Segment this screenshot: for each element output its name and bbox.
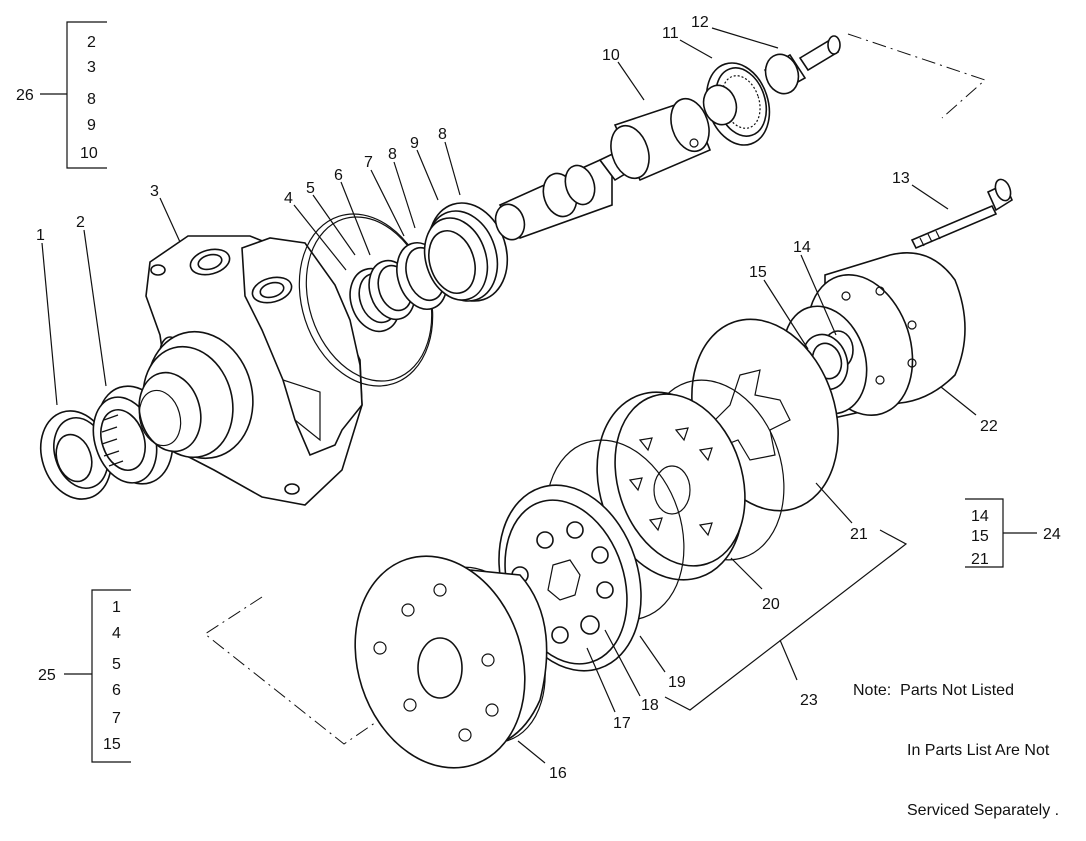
group-24-item: 21	[971, 551, 989, 568]
callout-3: 3	[150, 183, 159, 200]
callout-12: 12	[691, 14, 709, 31]
callout-11: 11	[662, 25, 679, 42]
group-26-id: 26	[16, 87, 34, 104]
group-25-id: 25	[38, 667, 56, 684]
callout-labels: 1 2 3 4 5 6 7 8 9 8 10 11 12 13 14 15 16…	[36, 14, 998, 782]
group-24-item: 14	[971, 508, 989, 525]
group-24-item: 15	[971, 528, 989, 545]
callout-7: 7	[364, 154, 373, 171]
note-prefix: Note:	[853, 682, 892, 699]
part-20-valve-plate	[596, 391, 746, 581]
callout-16: 16	[549, 765, 567, 782]
callout-20: 20	[762, 596, 780, 613]
callout-17: 17	[613, 715, 631, 732]
callout-10: 10	[602, 47, 620, 64]
group-26-item: 10	[80, 145, 98, 162]
part-8-9-seal-stack	[423, 202, 509, 302]
group-26-bracket: 26 2 3 8 9 10	[16, 21, 107, 169]
callout-14: 14	[793, 239, 811, 256]
callout-1: 1	[36, 227, 45, 244]
group-25-item: 15	[103, 736, 121, 753]
callout-2: 2	[76, 214, 85, 231]
callout-leaders	[41, 27, 977, 764]
part-13-bolt	[910, 178, 1014, 250]
group-25-item: 7	[112, 710, 121, 727]
callout-5: 5	[306, 180, 315, 197]
callout-13: 13	[892, 170, 910, 187]
group-24-id: 24	[1043, 526, 1061, 543]
callout-23: 23	[800, 692, 818, 709]
note-line-1: Note: Parts Not Listed	[853, 681, 1059, 701]
callout-4: 4	[284, 190, 293, 207]
part-16-end-cover	[354, 555, 548, 769]
part-12-splined-shaft	[702, 35, 841, 126]
callout-22: 22	[980, 418, 998, 435]
callout-9: 9	[410, 135, 419, 152]
group-25-bracket: 25 1 4 5 6 7 15	[38, 589, 131, 763]
service-note: Note: Parts Not Listed In Parts List Are…	[853, 641, 1059, 841]
group-26-item: 2	[87, 34, 96, 51]
note-line-2: In Parts List Are Not	[907, 742, 1050, 759]
note-line-3: Serviced Separately .	[907, 802, 1060, 819]
part-10-coupling	[610, 97, 712, 182]
callout-15: 15	[749, 264, 767, 281]
callout-8: 8	[388, 146, 397, 163]
group-25-item: 1	[112, 599, 121, 616]
group-25-item: 4	[112, 625, 121, 642]
group-26-item: 9	[87, 117, 96, 134]
group-25-item: 6	[112, 682, 121, 699]
exploded-parts-diagram: 26 2 3 8 9 10 25 1 4 5 6 7 15 24 14 15 2…	[16, 14, 1061, 782]
group-24-bracket: 24 14 15 21	[965, 498, 1061, 568]
callout-8b: 8	[438, 126, 447, 143]
group-26-item: 8	[87, 91, 96, 108]
note-text-1: Parts Not Listed	[900, 682, 1014, 699]
callout-21: 21	[850, 526, 868, 543]
callout-6: 6	[334, 167, 343, 184]
group-26-item: 3	[87, 59, 96, 76]
callout-18: 18	[641, 697, 659, 714]
callout-19: 19	[668, 674, 686, 691]
group-25-item: 5	[112, 656, 121, 673]
